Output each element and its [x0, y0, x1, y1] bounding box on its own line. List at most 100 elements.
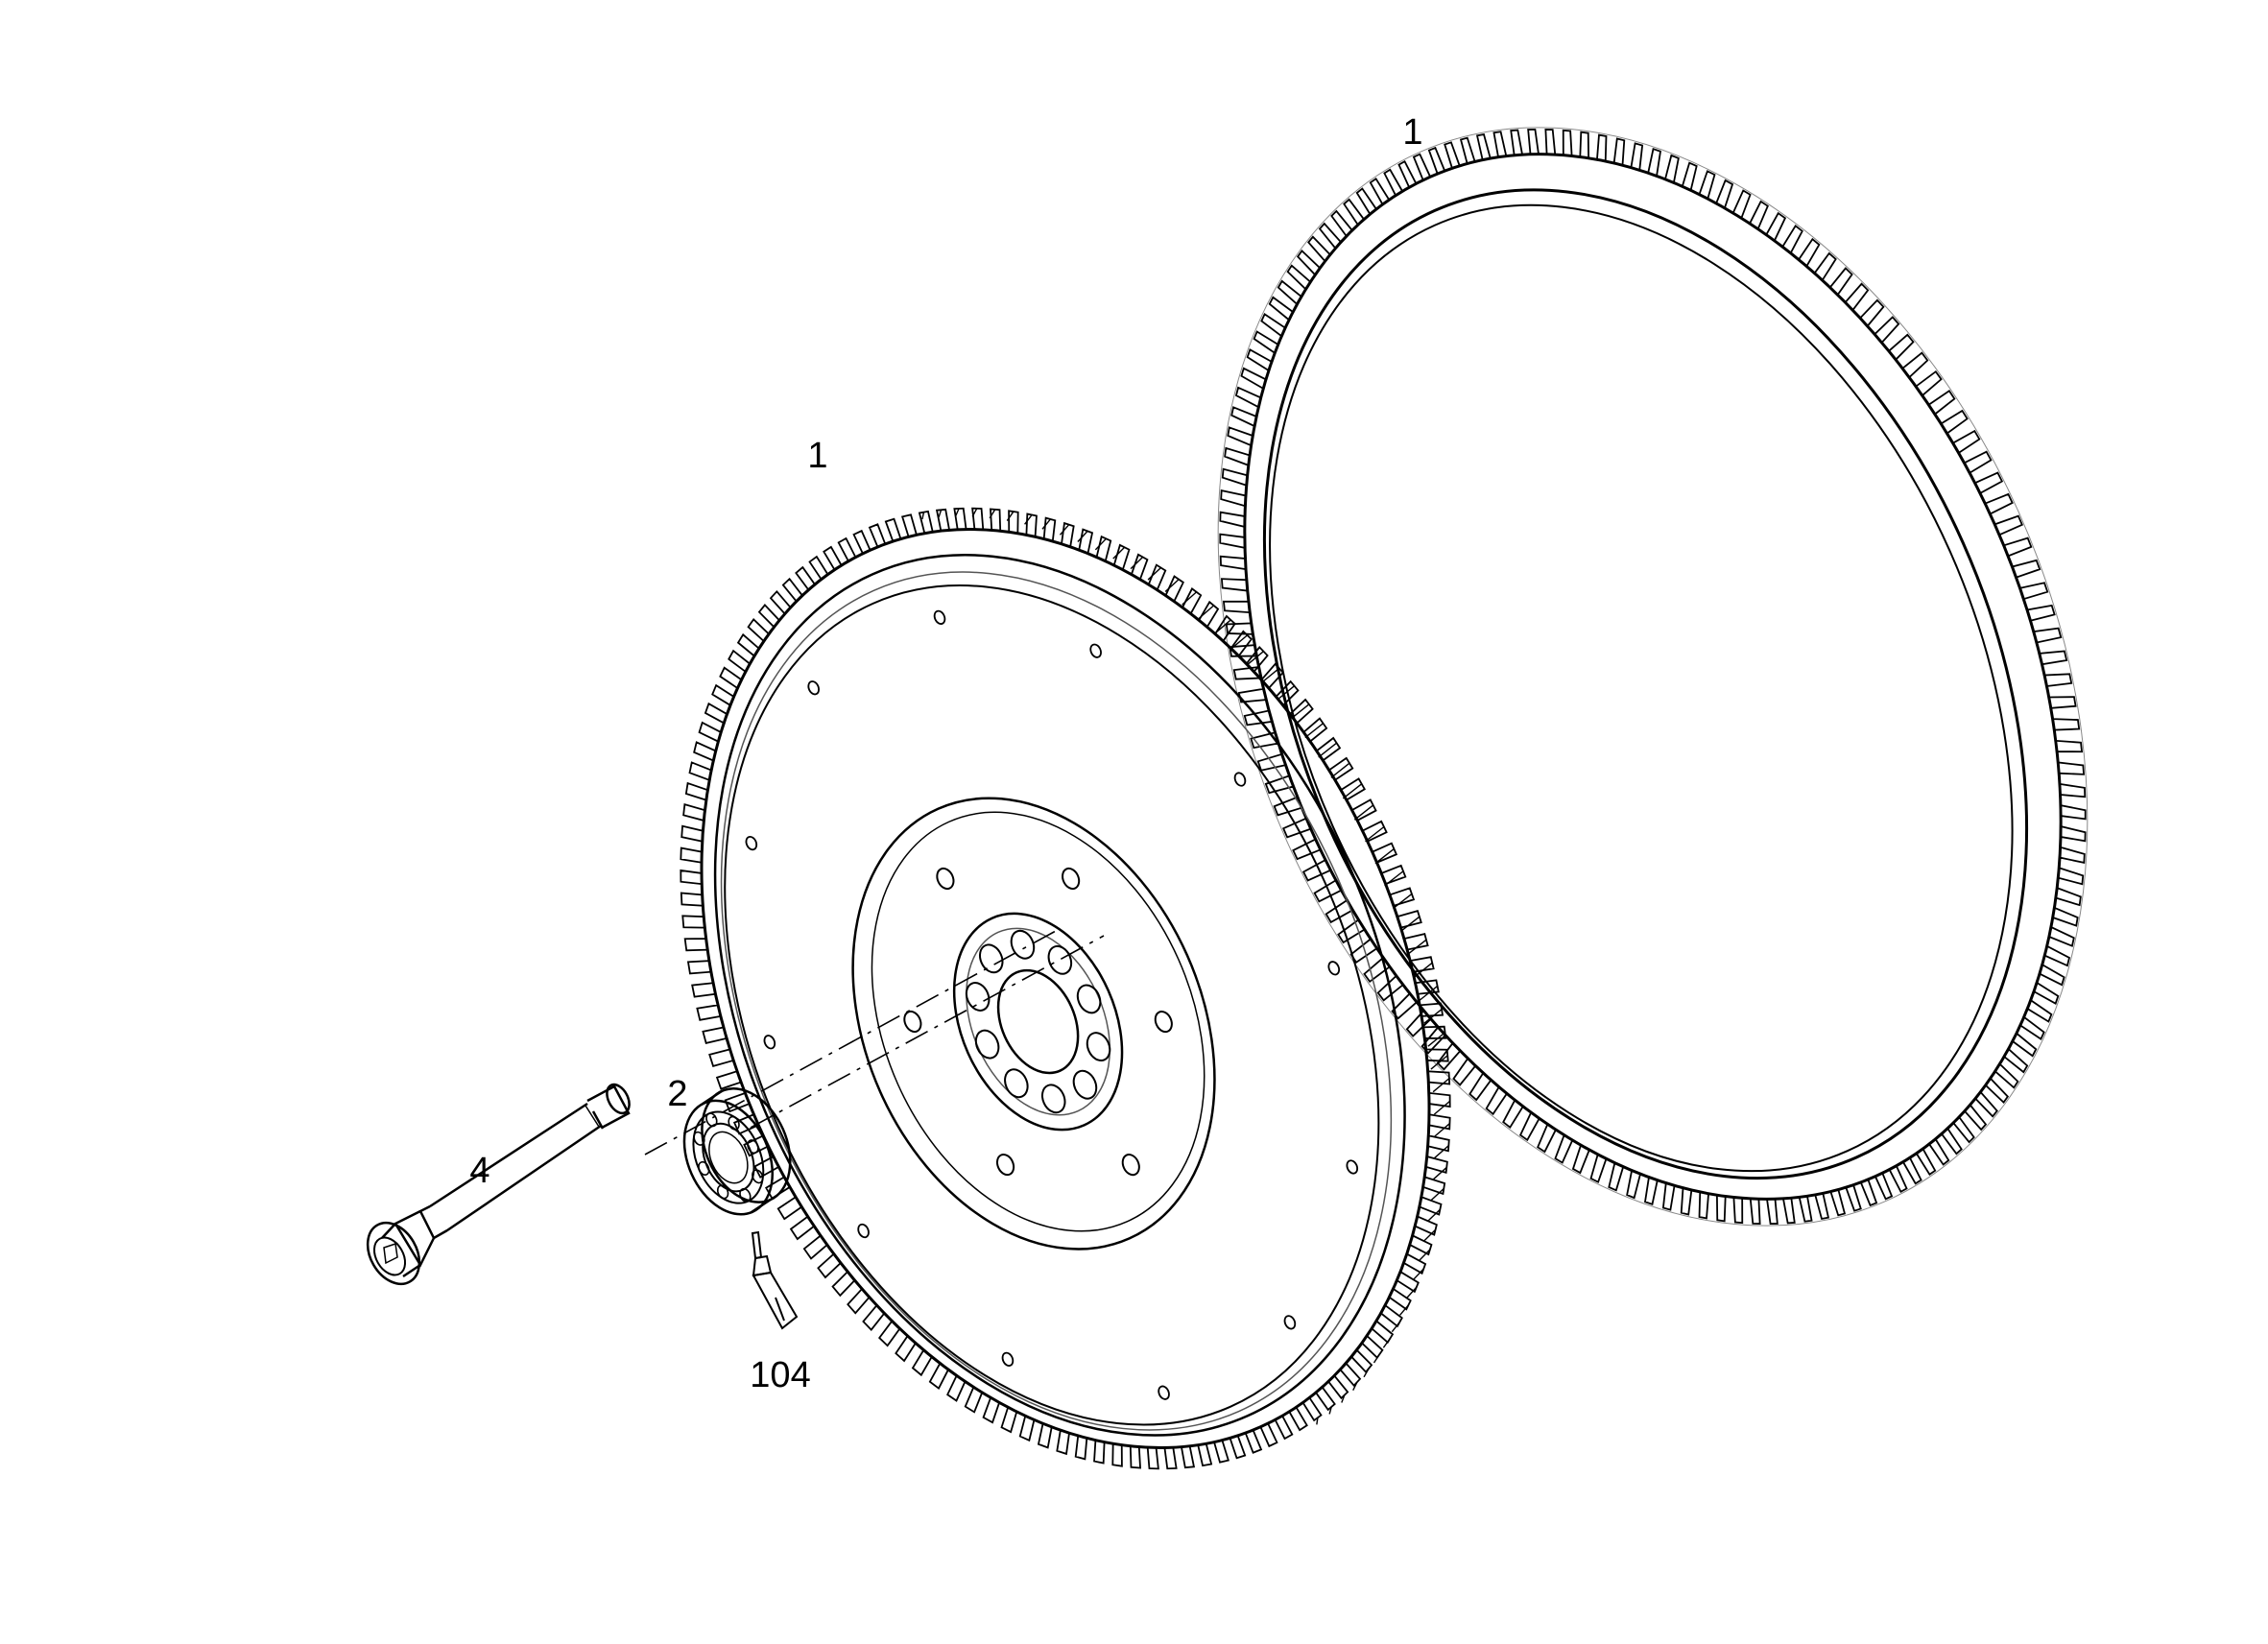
rim-hole [1327, 961, 1341, 976]
flywheel-tooth-face [1230, 634, 1249, 650]
flywheel-tooth-face [1427, 1032, 1446, 1047]
flywheel-tooth-face [1407, 939, 1427, 955]
flywheel-tooth-face [1277, 685, 1296, 701]
flywheel-tooth-face [1342, 783, 1363, 799]
flywheel-tooth-face [1419, 985, 1439, 1001]
flywheel-tooth-face [1399, 1304, 1409, 1316]
rim-hole [1233, 772, 1247, 787]
flywheel-tooth-face [1147, 566, 1162, 581]
flywheel-tooth-face [1328, 1406, 1332, 1415]
callout-adhesive: 104 [750, 1355, 810, 1395]
flywheel-tooth-face [1353, 804, 1374, 821]
plate-hole [1062, 867, 1081, 891]
flywheel-tooth-face [1198, 605, 1215, 619]
plate-hole [995, 1154, 1015, 1177]
flywheel-tooth-face [1374, 847, 1395, 865]
hub-bolt-hole [974, 1029, 1000, 1060]
flywheel-tooth-face [1382, 1338, 1391, 1348]
plate-holes [903, 867, 1173, 1177]
flywheel-tooth-face [1024, 513, 1033, 525]
ball-bearing-icon [682, 1087, 792, 1216]
rim-hole [763, 1035, 776, 1050]
flywheel-tooth-face [1352, 1381, 1358, 1392]
flywheel-tooth-face [1318, 742, 1338, 758]
rim-hole [1283, 1315, 1297, 1330]
rim-hole [807, 680, 820, 696]
flywheel-tooth-face [1094, 537, 1107, 551]
rim-hole [745, 835, 758, 851]
plate-hole [936, 867, 955, 891]
flywheel-tooth-face [1393, 893, 1413, 910]
socket-head-bolt-icon [366, 1083, 631, 1286]
bearing-ball [693, 1131, 705, 1146]
flywheel-tooth-face [1418, 1249, 1431, 1262]
flywheel-tooth-face [1130, 556, 1144, 570]
flywheel-tooth-face [1430, 1055, 1448, 1070]
flywheel-tooth-face [1261, 667, 1280, 683]
hub-bolt-hole [1040, 1084, 1066, 1114]
flywheel-tooth-face [971, 508, 978, 517]
rim-hole [1158, 1385, 1170, 1400]
plate-hole [1121, 1154, 1140, 1177]
flywheel-tooth-face [1432, 1166, 1447, 1180]
flywheel-tooth-face [1423, 1009, 1443, 1024]
flywheel-tooth-face [1391, 1322, 1400, 1333]
flywheel-teeth [680, 507, 1451, 1470]
flywheel-tooth-face [1433, 1100, 1451, 1115]
flywheel-tooth-profile [680, 507, 1451, 1470]
hub-bolt-hole [1072, 1069, 1098, 1100]
rim-hole [1346, 1159, 1359, 1175]
flywheel-tooth-face [1432, 1078, 1450, 1093]
bearing-ball [705, 1112, 718, 1128]
flywheel-icon [680, 507, 1451, 1470]
flywheel-tooth-face [1112, 546, 1126, 560]
bearing-ball [752, 1169, 764, 1184]
flywheel-tooth-face [1164, 579, 1180, 593]
flywheel-tooth-face [1316, 1418, 1319, 1425]
flywheel-tooth-face [1304, 723, 1324, 739]
plate-hole [903, 1010, 922, 1034]
hub-bolt-hole [1047, 944, 1073, 975]
rim-hole [857, 1223, 870, 1239]
flywheel-tooth-face [954, 508, 960, 517]
flywheel-tooth-face [1214, 619, 1231, 634]
flywheel-tooth-face [1341, 1394, 1346, 1403]
callout-ring-gear: 1 [1402, 112, 1422, 153]
flywheel-tooth-face [1430, 1187, 1444, 1202]
flywheel-tooth-face [1365, 825, 1385, 843]
tube-applicator-icon [751, 1230, 799, 1330]
flywheel-tooth-face [1330, 762, 1350, 778]
hub-bolt-hole [978, 943, 1004, 974]
flywheel-tooth-face [989, 509, 996, 519]
flywheel-tooth-face [1246, 651, 1264, 666]
flywheel-tooth-face [1426, 1208, 1441, 1223]
flywheel-tooth-face [1077, 530, 1088, 542]
rim-holes [745, 609, 1359, 1400]
callout-bolt: 4 [469, 1151, 489, 1191]
flywheel-tooth-face [1422, 1228, 1437, 1242]
bearing-ball [728, 1115, 740, 1131]
flywheel-tooth-face [1414, 962, 1433, 978]
hub-bolt-hole [1010, 929, 1036, 960]
bearing-ball [698, 1160, 710, 1176]
flywheel-tooth-face [1434, 1123, 1450, 1137]
flywheel-tooth-face [1363, 1368, 1370, 1378]
hub-bolt-holes [965, 929, 1111, 1114]
flywheel-tooth-face [1406, 1286, 1418, 1299]
flywheel-tooth-face [1041, 518, 1051, 530]
hub-bolt-hole [965, 982, 991, 1012]
flywheel-tooth-face [1059, 524, 1070, 536]
hub-bolt-hole [1086, 1032, 1111, 1062]
flywheel-tooth-face [938, 509, 943, 518]
bearing-ball [739, 1187, 752, 1203]
callout-bearing: 2 [667, 1074, 687, 1114]
rim-hole [933, 609, 946, 625]
flywheel-tooth-face [1400, 916, 1420, 932]
plate-hole [1154, 1011, 1173, 1034]
hub-bolt-hole [1076, 984, 1102, 1014]
flywheel-tooth-face [921, 512, 925, 520]
bearing-ball [716, 1184, 729, 1200]
rim-hole [1089, 643, 1102, 658]
assembly-axis-lines [644, 930, 1105, 1156]
